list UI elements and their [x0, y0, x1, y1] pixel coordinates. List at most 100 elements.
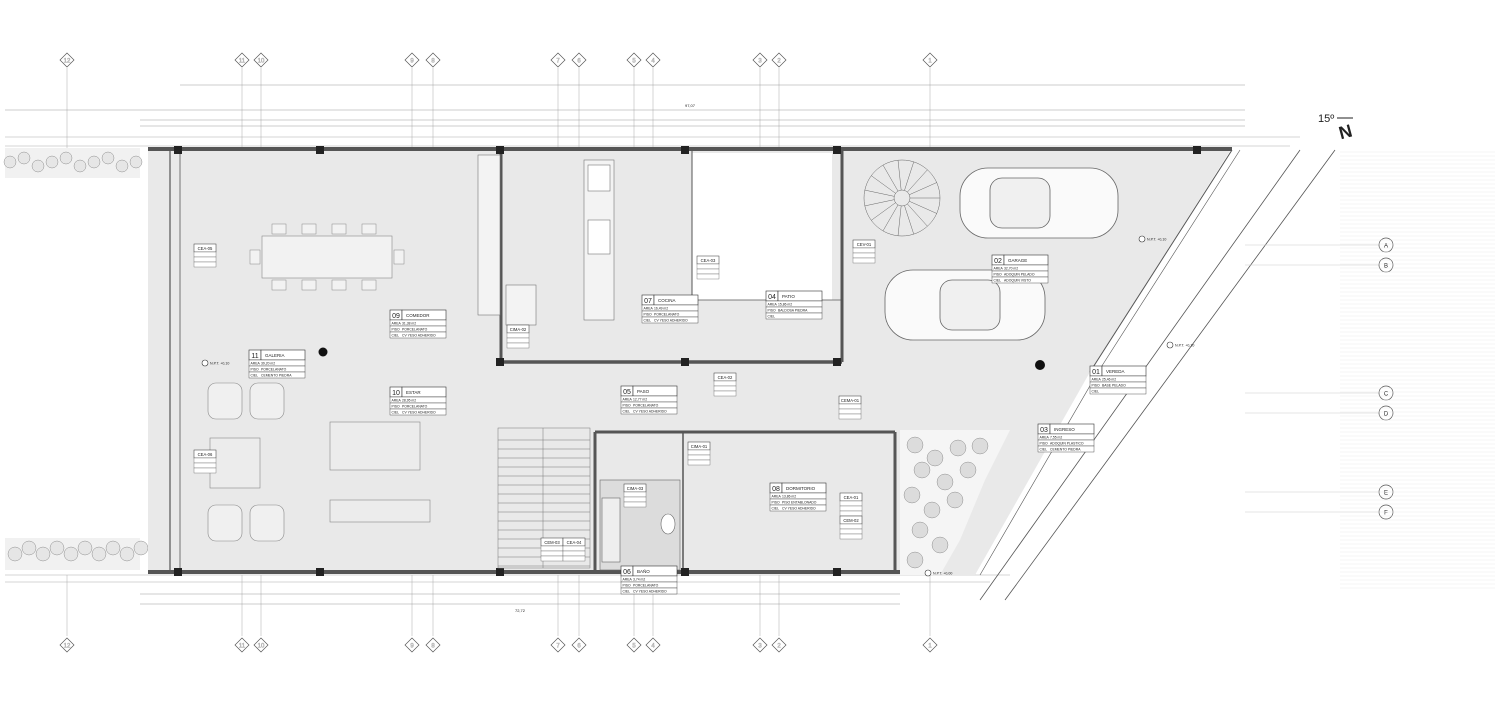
room-number: 06 — [623, 569, 631, 576]
shrub — [133, 540, 149, 556]
tag-label: CIMA-03 — [627, 486, 644, 491]
room-field-label: CIEL — [623, 590, 631, 594]
grid-bubble — [550, 52, 566, 68]
row-bubble-label: D — [1384, 412, 1389, 418]
shrub — [21, 540, 37, 556]
shrub — [105, 540, 121, 556]
room-cielo: CV YESO ADHERIDO — [654, 319, 688, 323]
column — [316, 146, 324, 154]
grid-bubble — [771, 52, 787, 68]
tag-cima03: CIMA-03 — [623, 483, 647, 508]
shrub — [59, 151, 73, 165]
tag-label: CIMA-02 — [510, 327, 527, 332]
shrub — [923, 501, 941, 519]
room-number: 03 — [1040, 427, 1048, 434]
grid-bubble — [752, 637, 768, 653]
room-field-label: AREA — [768, 303, 778, 307]
room-cielo: CEMENTO PIEDRA — [1050, 448, 1081, 452]
grid-bubble — [771, 637, 787, 653]
room-field-label: CIEL — [994, 279, 1002, 283]
tag-label: CEM-03 — [544, 540, 560, 545]
column — [833, 568, 841, 576]
grid-bubble — [571, 637, 587, 653]
column — [174, 568, 182, 576]
shrub — [101, 151, 115, 165]
shrub — [903, 486, 921, 504]
tag-cea04: CEA-04 — [562, 537, 586, 562]
grid-bubble — [404, 52, 420, 68]
level-label: N.P.T. +0,10 — [1147, 238, 1166, 242]
room-field-label: PISO — [392, 328, 400, 332]
room-area: 13,86 m2 — [782, 495, 796, 499]
car-top — [959, 167, 1119, 239]
room-name: COMEDOR — [406, 313, 430, 318]
room-piso: BASE PELADO — [1102, 384, 1126, 388]
shrub — [63, 546, 79, 562]
level-label: N.P.T. +0,00 — [933, 572, 952, 576]
dining-table — [261, 235, 393, 279]
grid-bubble-label: 9 — [410, 59, 414, 65]
tag-label: CEM-02 — [843, 518, 859, 523]
shrub — [119, 546, 135, 562]
row-bubble-label: C — [1384, 392, 1389, 398]
grid-bubble-label: 8 — [431, 644, 435, 650]
room-cielo: CV YESO ADHERIDO — [633, 590, 667, 594]
tag-label: CEMA-01 — [841, 398, 860, 403]
column — [833, 358, 841, 366]
shrub — [906, 551, 924, 569]
room-name: INGRESO — [1054, 427, 1075, 432]
room-field-label: CIEL — [772, 507, 780, 511]
shrub — [77, 540, 93, 556]
chair — [301, 279, 317, 291]
kitchen-counters — [477, 154, 615, 326]
shrub — [45, 155, 59, 169]
shrub — [936, 473, 954, 491]
tag-cima01: CIMA-01 — [687, 441, 711, 466]
shrub — [115, 159, 129, 173]
grid-bubble-label: 6 — [577, 644, 581, 650]
spiral-staircase — [863, 159, 941, 237]
grid-bubble-label: 10 — [258, 59, 265, 65]
structural-columns — [174, 146, 1201, 576]
column — [1193, 146, 1201, 154]
room-field-label: PISO — [1040, 442, 1048, 446]
room-number: 07 — [644, 298, 652, 305]
room-name: PATIO — [782, 294, 795, 299]
tag-cea05: CEA-05 — [193, 243, 217, 268]
grid-bubble — [922, 637, 938, 653]
column — [174, 146, 182, 154]
grid-bubble — [922, 52, 938, 68]
hedge-shrubs — [3, 151, 149, 562]
room-field-label: CIEL — [644, 319, 652, 323]
tag-label: CIMA-01 — [691, 444, 708, 449]
column — [496, 146, 504, 154]
room-field-label: AREA — [392, 322, 402, 326]
shrub — [911, 521, 929, 539]
chair — [249, 249, 261, 265]
grid-bubble-label: 2 — [777, 644, 781, 650]
window-door-tags: CEA-05CEA-06CIMA-02CEA-03CEV-01CEA-02CEM… — [193, 235, 1194, 577]
grid-bubble — [404, 637, 420, 653]
tag-cima02: CIMA-02 — [506, 324, 530, 349]
level-label: N.P.T. +0,10 — [210, 362, 229, 366]
room-field-label: AREA — [644, 307, 654, 311]
room-name: DORMITORIO — [786, 486, 816, 491]
grid-bubble-label: 10 — [258, 644, 265, 650]
tag-cea01: CEA-01 — [839, 492, 863, 517]
tag-label: CEA-02 — [718, 375, 733, 380]
chair — [393, 249, 405, 265]
grid-bubble — [626, 52, 642, 68]
shrub — [906, 436, 924, 454]
grid-bubble — [253, 52, 269, 68]
grid-bubble-label: 11 — [239, 59, 246, 65]
room-area: 7,55 m2 — [1050, 436, 1062, 440]
room-field-label: PISO — [392, 405, 400, 409]
grid-bubble-label: 7 — [556, 59, 560, 65]
room-number: 08 — [772, 486, 780, 493]
room-area: 12,77 m2 — [633, 398, 647, 402]
shrub — [7, 546, 23, 562]
